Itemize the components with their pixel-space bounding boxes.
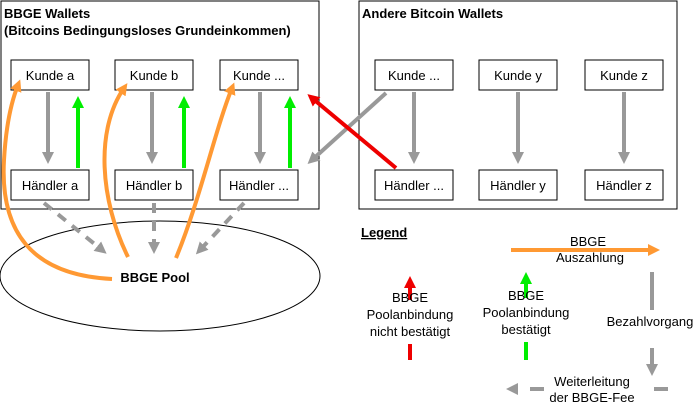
customer-z-box (584, 59, 664, 91)
merchant-d-box (374, 169, 454, 201)
merchant-d-label: Händler ... (384, 178, 444, 193)
customer-d-label: Kunde ... (388, 68, 440, 83)
legend-forward-line1: Weiterleitung (554, 374, 630, 389)
payout-curve-a (1, 79, 113, 281)
legend-title: Legend (361, 225, 407, 240)
payout-curve-b (102, 83, 130, 258)
customer-y-box (478, 59, 558, 91)
customer-b-label: Kunde b (130, 68, 178, 83)
customer-c-label: Kunde ... (233, 68, 285, 83)
fee-arrow-a (42, 201, 107, 254)
other-wallets-title: Andere Bitcoin Wallets (362, 6, 503, 21)
merchant-b-label: Händler b (126, 178, 182, 193)
merchant-z-label: Händler z (596, 178, 652, 193)
legend-confirmed-line1: BBGE (508, 288, 544, 303)
customer-y-label: Kunde y (494, 68, 542, 83)
bbge-pool-ellipse (0, 220, 321, 332)
merchant-y-label: Händler y (490, 178, 546, 193)
bbge-pool-label: BBGE Pool (120, 270, 189, 285)
legend-unconfirmed-line1: BBGE (392, 290, 428, 305)
legend-payment-label: Bezahlvorgang (607, 314, 694, 329)
payout-curve-c (174, 82, 236, 259)
merchant-a-box (10, 169, 90, 201)
legend-confirmed-line2: Poolanbindung (483, 305, 570, 320)
bbge-wallets-subtitle: (Bitcoins Bedingungsloses Grundeinkommen… (4, 23, 291, 38)
customer-a-label: Kunde a (26, 68, 75, 83)
legend-unconfirmed-line2: Poolanbindung (367, 307, 454, 322)
unconfirmed-arrow (307, 94, 398, 170)
customer-d-box (374, 59, 454, 91)
legend-payout-line1: BBGE (570, 234, 606, 249)
bbge-wallets-title: BBGE Wallets (4, 6, 90, 21)
customer-a-box (10, 59, 90, 91)
legend-confirmed-line3: bestätigt (501, 322, 551, 337)
merchant-b-box (114, 169, 194, 201)
customer-b-box (114, 59, 194, 91)
merchant-c-box (219, 169, 299, 201)
legend-payout-line2: Auszahlung (556, 250, 624, 265)
merchant-a-label: Händler a (22, 178, 79, 193)
merchant-c-label: Händler ... (229, 178, 289, 193)
legend-forward-line2: der BBGE-Fee (549, 390, 634, 405)
merchant-z-box (584, 169, 664, 201)
customer-z-label: Kunde z (600, 68, 648, 83)
legend-unconfirmed-line3: nicht bestätigt (370, 324, 451, 339)
merchant-y-box (478, 169, 558, 201)
